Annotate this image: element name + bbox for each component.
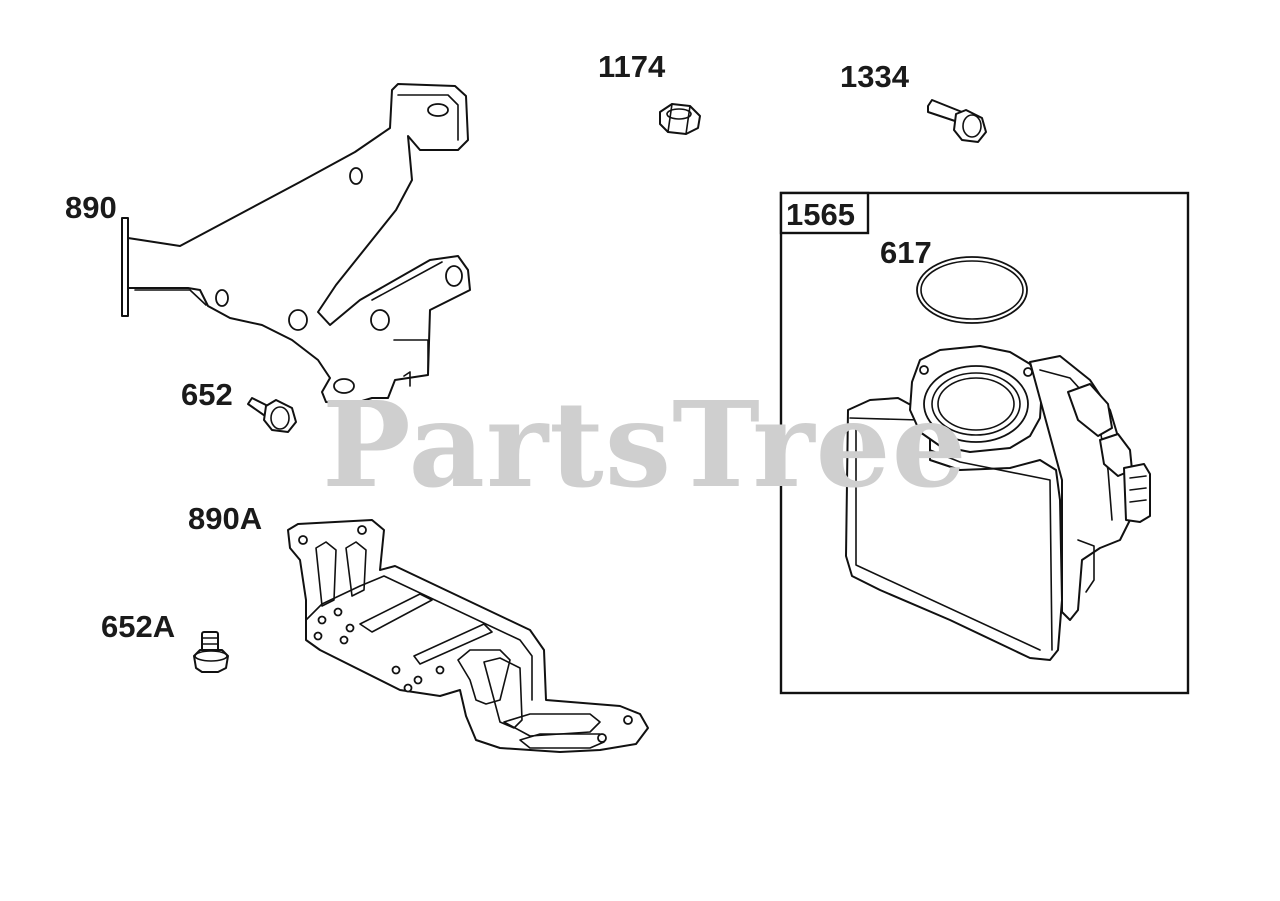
callout-652[interactable]: 652 bbox=[181, 377, 233, 412]
part-1174-nut[interactable] bbox=[659, 103, 701, 135]
part-652-bolt[interactable] bbox=[247, 397, 297, 433]
part-890A-plate[interactable] bbox=[287, 519, 649, 753]
kit-1565-box bbox=[779, 191, 1190, 695]
part-652A-plug[interactable] bbox=[193, 631, 229, 673]
callout-890[interactable]: 890 bbox=[65, 190, 117, 225]
part-1565-throttle-body[interactable] bbox=[845, 345, 1151, 661]
callout-1334[interactable]: 1334 bbox=[840, 59, 909, 94]
part-617-o-ring[interactable] bbox=[916, 256, 1028, 324]
callout-1565[interactable]: 1565 bbox=[786, 197, 855, 232]
part-890-bracket[interactable] bbox=[121, 83, 471, 405]
callout-617[interactable]: 617 bbox=[880, 235, 932, 270]
callout-890A[interactable]: 890A bbox=[188, 501, 263, 536]
part-1334-bolt[interactable] bbox=[927, 99, 987, 143]
callout-652A[interactable]: 652A bbox=[101, 609, 176, 644]
callout-1174[interactable]: 1174 bbox=[598, 49, 666, 84]
